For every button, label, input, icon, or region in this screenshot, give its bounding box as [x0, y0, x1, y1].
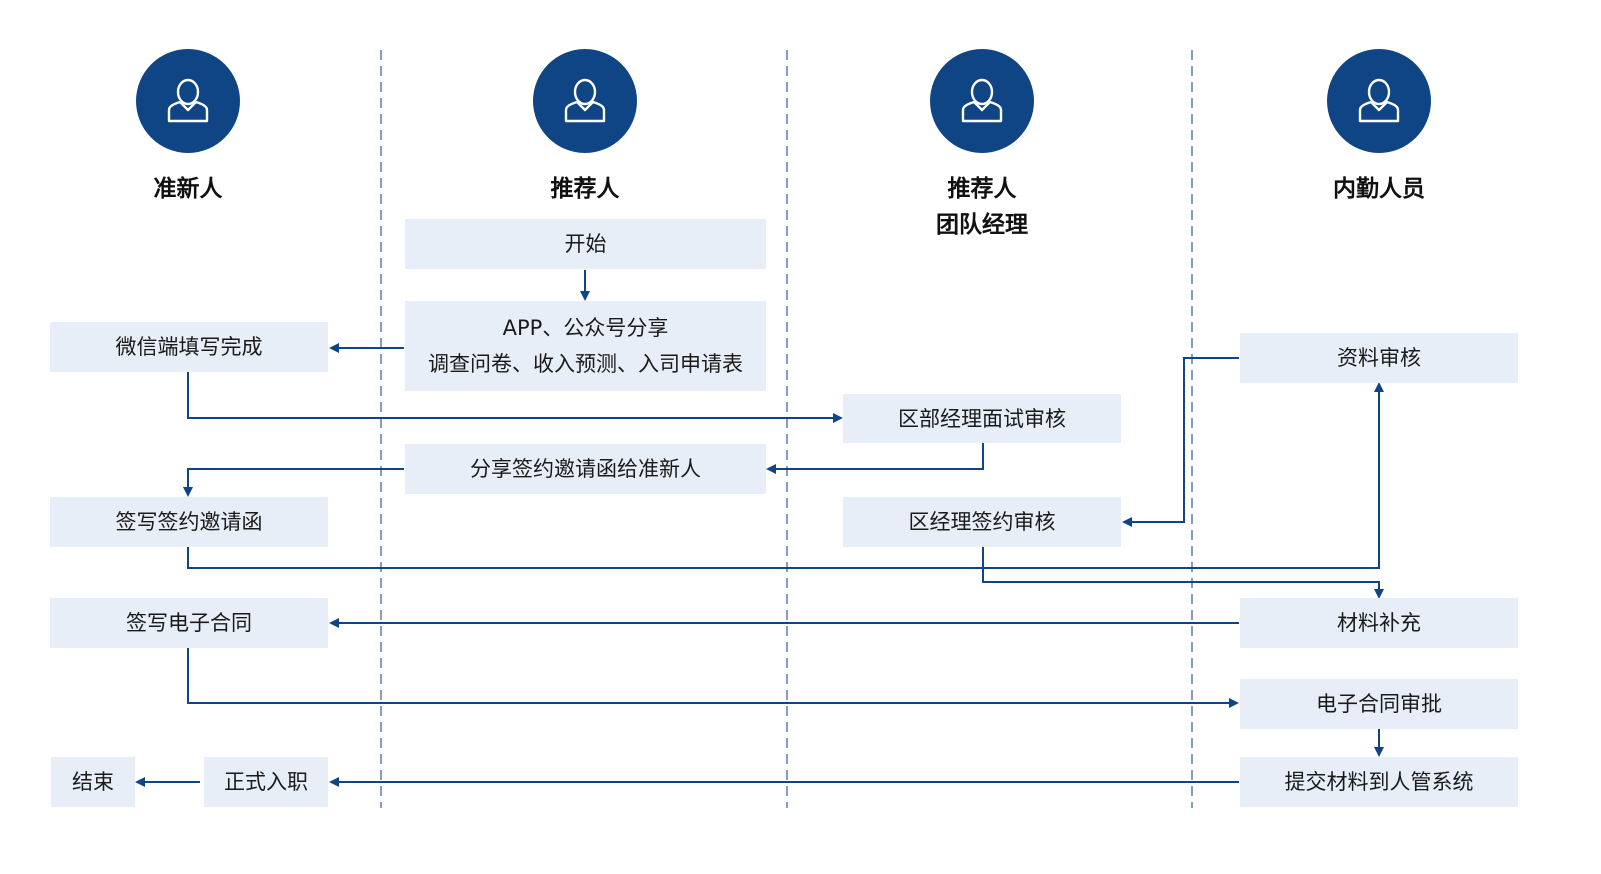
step-sign-invite: 签写签约邀请函	[50, 497, 328, 547]
user-icon	[136, 49, 240, 153]
lane-title: 推荐人 团队经理	[936, 176, 1028, 238]
lane-title: 推荐人	[550, 176, 620, 202]
step-formal-onboard: 正式入职	[204, 757, 328, 807]
lane-header-new-recruit: 准新人	[68, 49, 308, 207]
step-end: 结束	[51, 757, 135, 807]
lane-header-referrer: 推荐人	[465, 49, 705, 207]
step-wechat-fill: 微信端填写完成	[50, 322, 328, 372]
step-supplement: 材料补充	[1240, 598, 1518, 648]
arrow-contract-to-approval	[187, 648, 1239, 708]
arrow-sign-to-review	[187, 382, 1384, 569]
arrow-review-to-signreview	[1122, 357, 1239, 527]
arrow-interview-to-invite	[766, 443, 984, 474]
step-district-interview: 区部经理面试审核	[843, 394, 1121, 443]
step-contract-approval: 电子合同审批	[1240, 679, 1518, 729]
user-icon	[533, 49, 637, 153]
step-start: 开始	[405, 219, 766, 269]
step-sign-contract: 签写电子合同	[50, 598, 328, 648]
step-doc-review: 资料审核	[1240, 333, 1518, 383]
step-submit-hr: 提交材料到人管系统	[1240, 757, 1518, 807]
arrow-signreview-to-supplement	[982, 547, 1384, 599]
step-share: APP、公众号分享 调查问卷、收入预测、入司申请表	[405, 301, 766, 391]
user-icon	[930, 49, 1034, 153]
arrow-wechat-to-interview	[187, 372, 843, 423]
lane-header-team-manager: 推荐人 团队经理	[862, 49, 1102, 243]
lane-title: 内勤人员	[1333, 176, 1425, 202]
step-share-invite: 分享签约邀请函给准新人	[405, 444, 766, 494]
lane-title: 准新人	[153, 176, 223, 202]
user-icon	[1327, 49, 1431, 153]
lane-header-office-staff: 内勤人员	[1259, 49, 1499, 207]
step-district-sign-review: 区经理签约审核	[843, 497, 1121, 547]
arrow-invite-to-sign	[183, 468, 404, 497]
